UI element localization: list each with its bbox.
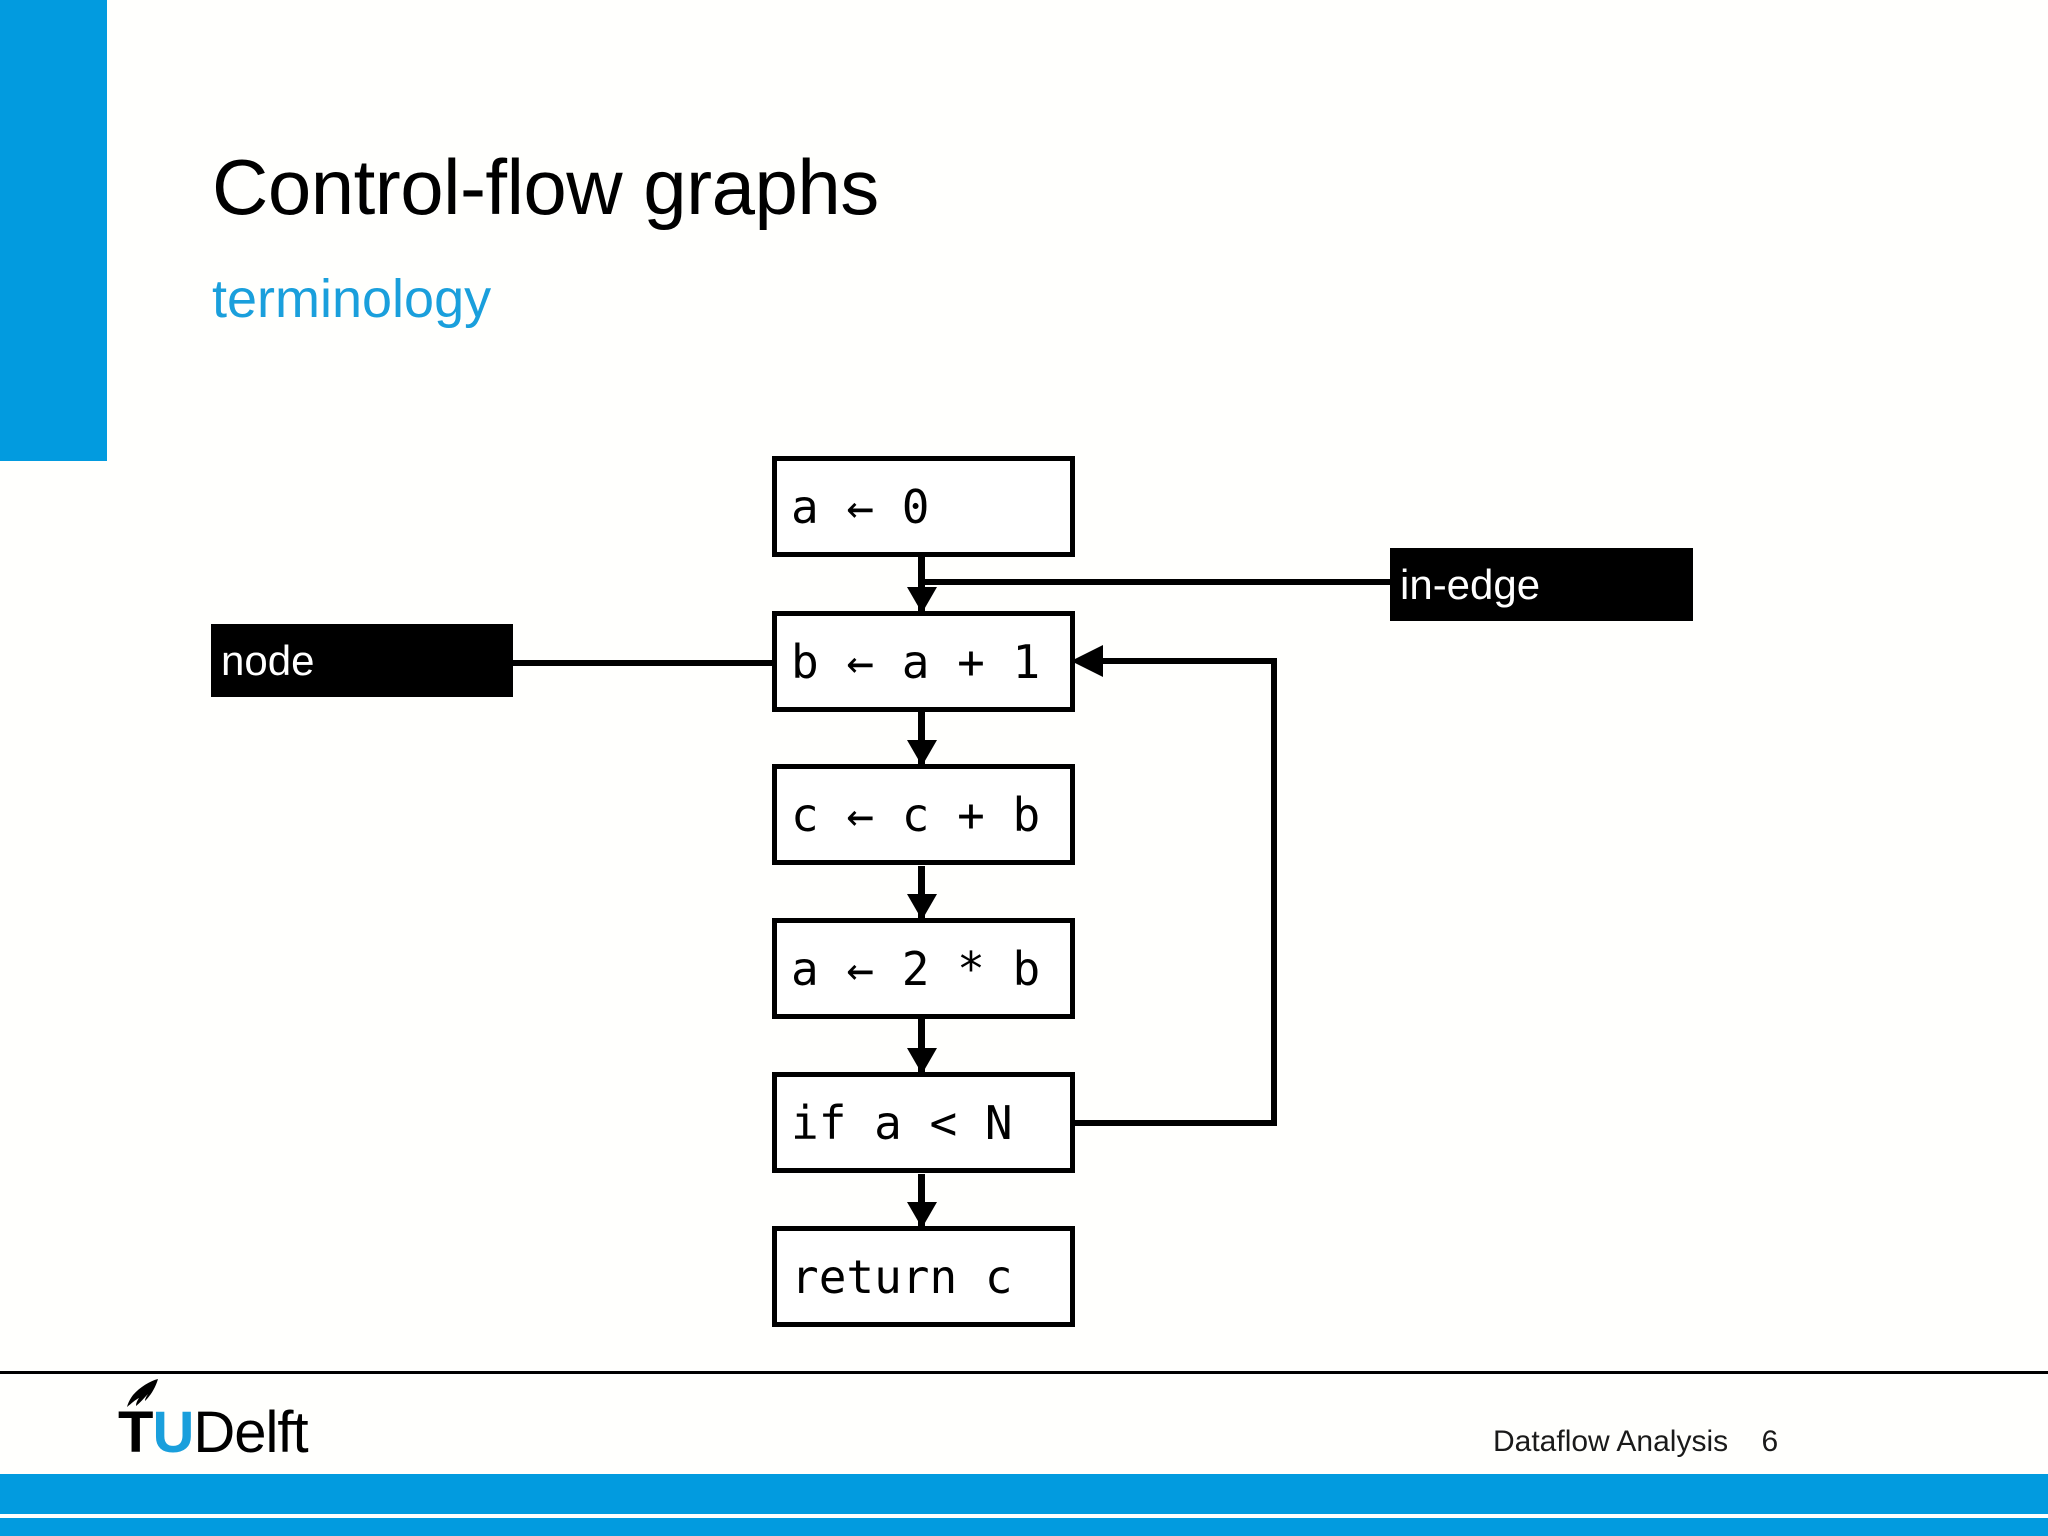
cfg-node-3: c ← c + b [772,764,1075,865]
cfg-node-2: b ← a + 1 [772,611,1075,712]
cfg-edge-arrow-3-4 [918,866,925,918]
node-callout: node [211,624,513,697]
cfg-node-3-code: c ← c + b [791,787,1041,842]
in-edge-callout-leader-line [920,579,1392,585]
tu-delft-wordmark: TUDelft [118,1379,309,1462]
cfg-edge-arrow-4-5 [918,1019,925,1072]
control-flow-graph: a ← 0 b ← a + 1 c ← c + b a ← 2 * b if a… [0,0,2048,1400]
flame-icon [127,1379,158,1407]
footer-bar-primary [0,1474,2048,1514]
in-edge-callout-label: in-edge [1400,560,1541,608]
cfg-loop-edge-arrowhead-icon [1071,645,1103,677]
cfg-node-4: a ← 2 * b [772,918,1075,1019]
logo-word-delft: Delft [193,1400,308,1465]
logo-letter-u: U [152,1400,194,1465]
cfg-loop-edge-bottom-segment [1071,1120,1277,1126]
accent-bar [0,0,107,461]
in-edge-callout: in-edge [1390,548,1693,621]
cfg-edge-arrow-2-3 [918,712,925,764]
cfg-edge-arrow-5-6 [918,1174,925,1226]
page-title: Control-flow graphs [212,143,879,231]
cfg-node-1-code: a ← 0 [791,479,930,534]
cfg-loop-edge-top-segment [1098,658,1277,664]
footer-divider [0,1371,2048,1374]
cfg-node-5: if a < N [772,1072,1075,1173]
tu-delft-logo: TUDelft [118,1379,309,1462]
footer-note: Dataflow Analysis 6 [1493,1425,1779,1458]
cfg-node-2-code: b ← a + 1 [791,634,1041,689]
footer-bar-secondary [0,1518,2048,1536]
page-subtitle: terminology [212,269,492,329]
node-callout-label: node [221,636,315,684]
cfg-loop-edge-vertical-segment [1271,658,1277,1123]
cfg-node-6-code: return c [791,1249,1013,1304]
cfg-node-5-code: if a < N [791,1095,1013,1150]
cfg-node-6: return c [772,1226,1075,1327]
cfg-node-1: a ← 0 [772,456,1075,557]
logo-letter-t: T [118,1400,153,1465]
cfg-node-4-code: a ← 2 * b [791,941,1041,996]
node-callout-leader-line [513,660,775,666]
